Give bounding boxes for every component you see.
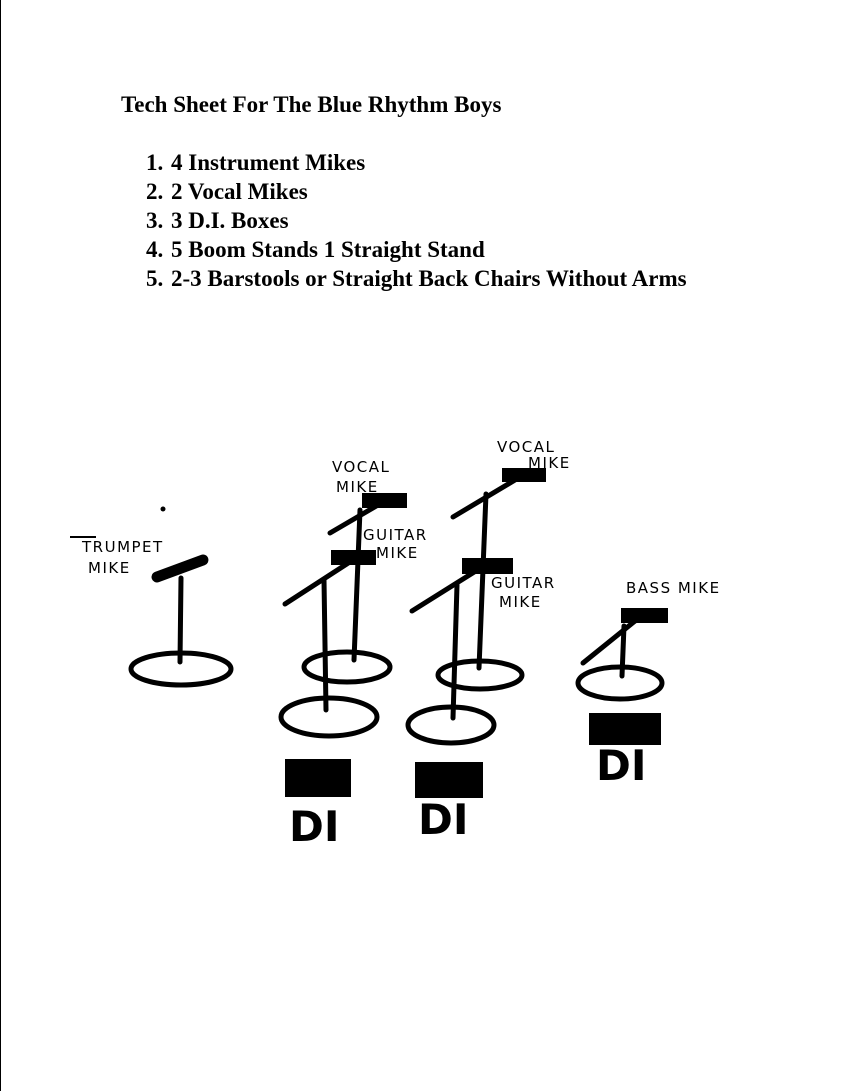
list-item: 3. 3 D.I. Boxes bbox=[146, 206, 706, 235]
list-item-number: 3. bbox=[146, 208, 164, 233]
guitar-mike-stand-left bbox=[278, 550, 380, 739]
di-box-left bbox=[285, 759, 351, 797]
vocal-mike-left-label-line1: VOCAL bbox=[332, 458, 390, 476]
list-item-number: 5. bbox=[146, 266, 164, 291]
guitar-mike-left-label-line1: GUITAR bbox=[363, 526, 428, 544]
di-label-left: DI bbox=[289, 802, 340, 851]
vocal-mike-right-label-line2: MIKE bbox=[528, 454, 571, 472]
equipment-list: 1.4 Instrument Mikes 2.2 Vocal Mikes 3.3… bbox=[146, 148, 706, 293]
list-item: 4. 5 Boom Stands 1 Straight Stand bbox=[146, 235, 706, 264]
guitar-mike-right-label-line2: MIKE bbox=[499, 593, 542, 611]
di-box-center bbox=[415, 762, 483, 798]
di-label-center: DI bbox=[418, 795, 469, 844]
list-item-number: 4. bbox=[146, 237, 164, 262]
vocal-mike-stand-left bbox=[301, 493, 407, 685]
list-item-text: 4 Instrument Mikes bbox=[171, 150, 366, 175]
list-item-text: 2-3 Barstools or Straight Back Chairs Wi… bbox=[171, 266, 687, 291]
vocal-mike-stand-right bbox=[435, 468, 546, 692]
guitar-mike-right-label-line1: GUITAR bbox=[491, 574, 556, 592]
bass-mike-label: BASS MIKE bbox=[626, 579, 721, 597]
list-item-number: 1. bbox=[146, 150, 164, 175]
list-item: 5. 2-3 Barstools or Straight Back Chairs … bbox=[146, 264, 706, 293]
vocal-mike-right-label-line1: VOCAL bbox=[497, 438, 555, 456]
page-title: Tech Sheet For The Blue Rhythm Boys bbox=[121, 92, 502, 117]
trumpet-label-line2: MIKE bbox=[88, 559, 131, 577]
list-item-text: 5 Boom Stands 1 Straight Stand bbox=[171, 237, 485, 262]
page-border bbox=[0, 0, 1, 1091]
di-box-right bbox=[589, 713, 661, 745]
list-item-text: 3 D.I. Boxes bbox=[171, 208, 289, 233]
di-label-right: DI bbox=[596, 741, 647, 790]
guitar-mike-stand-right bbox=[405, 558, 513, 746]
vocal-mike-left-label-line2: MIKE bbox=[336, 478, 379, 496]
bass-mike-stand bbox=[575, 608, 668, 702]
list-item: 1. 4 Instrument Mikes bbox=[146, 148, 706, 177]
trumpet-mike-stand bbox=[128, 554, 234, 688]
trumpet-label-line1: TRUMPET bbox=[81, 538, 164, 556]
list-item-text: 2 Vocal Mikes bbox=[171, 179, 308, 204]
guitar-mike-left-label-line2: MIKE bbox=[376, 544, 419, 562]
list-item: 2. 2 Vocal Mikes bbox=[146, 177, 706, 206]
stray-dot bbox=[160, 506, 166, 512]
list-item-number: 2. bbox=[146, 179, 164, 204]
